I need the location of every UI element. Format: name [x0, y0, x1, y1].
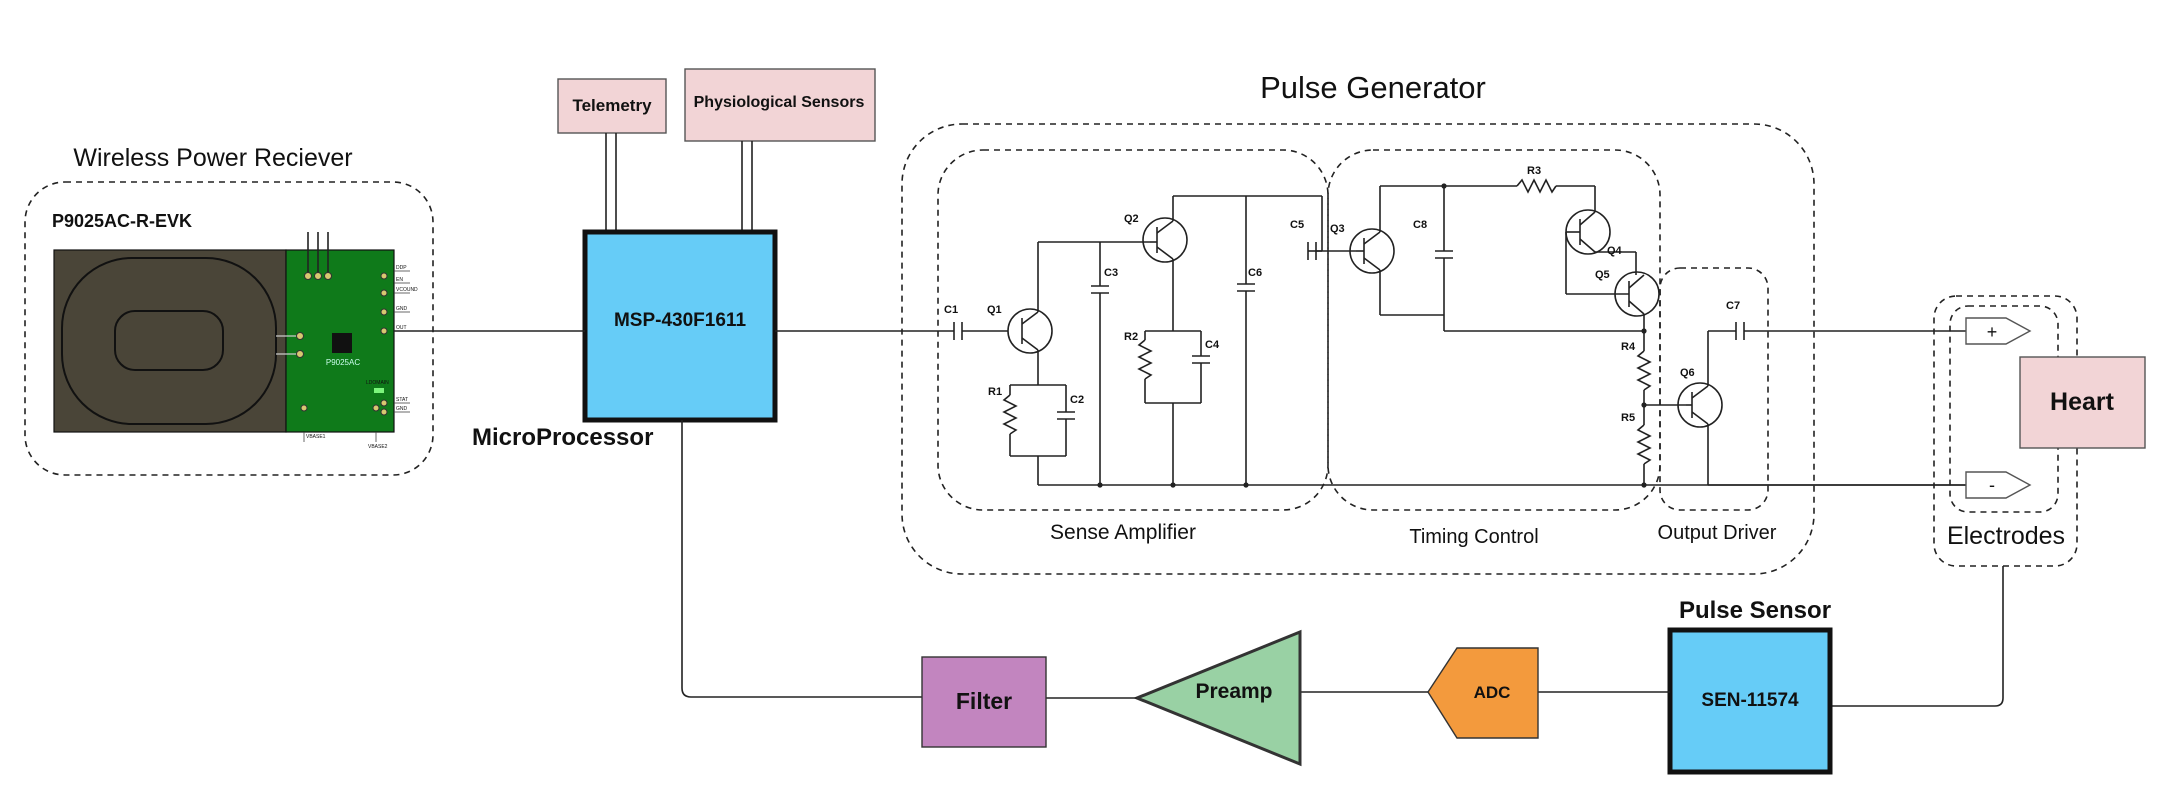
- mcu-filter-wire: [681, 420, 922, 698]
- svg-text:VBASE1: VBASE1: [306, 434, 326, 440]
- svg-text:C8: C8: [1413, 219, 1427, 231]
- microprocessor-title: MicroProcessor: [472, 424, 653, 451]
- svg-text:LDOMAIN: LDOMAIN: [366, 380, 389, 386]
- svg-text:C7: C7: [1726, 300, 1740, 312]
- svg-text:C3: C3: [1104, 267, 1118, 279]
- timing-control-title: Timing Control: [1409, 526, 1538, 548]
- positive-electrode: [1965, 317, 2032, 345]
- transistor-q1: [1007, 308, 1053, 354]
- microprocessor-chip-label: MSP-430F1611: [614, 310, 746, 331]
- svg-text:C6: C6: [1248, 267, 1262, 279]
- receiver-coil-outer: [61, 257, 277, 425]
- heart-label: Heart: [2050, 388, 2115, 416]
- svg-text:C4: C4: [1205, 339, 1220, 351]
- receiver-chip: [332, 333, 352, 353]
- svg-text:C2: C2: [1070, 394, 1084, 406]
- receiver-board-name: P9025AC-R-EVK: [52, 211, 192, 231]
- transistor-q6: [1677, 382, 1723, 428]
- svg-text:R5: R5: [1621, 412, 1635, 424]
- microprocessor-block: [582, 229, 778, 423]
- svg-text:OUT: OUT: [396, 325, 407, 331]
- negative-sign: -: [1989, 475, 1995, 495]
- svg-text:Q1: Q1: [987, 304, 1002, 316]
- electrodes-title: Electrodes: [1947, 522, 2065, 550]
- svg-text:Q4: Q4: [1607, 245, 1623, 257]
- pulse-sensor-title: Pulse Sensor: [1679, 597, 1831, 624]
- svg-text:R2: R2: [1124, 331, 1138, 343]
- svg-text:Q2: Q2: [1124, 213, 1139, 225]
- svg-text:C1: C1: [944, 304, 958, 316]
- preamp-label: Preamp: [1195, 680, 1272, 703]
- svg-text:VCOUND: VCOUND: [396, 287, 418, 293]
- output-driver-title: Output Driver: [1658, 522, 1777, 544]
- transistor-q3: [1349, 228, 1395, 274]
- svg-text:GND: GND: [396, 406, 408, 412]
- positive-sign: +: [1987, 322, 1998, 342]
- telemetry-block: [557, 78, 667, 134]
- svg-text:VBASE2: VBASE2: [368, 444, 388, 450]
- receiver-led: [374, 388, 384, 393]
- physiological-sensors-block: [684, 68, 876, 142]
- svg-text:Q6: Q6: [1680, 367, 1695, 379]
- sense-amplifier-title: Sense Amplifier: [1050, 521, 1196, 544]
- pulse-generator-title: Pulse Generator: [1260, 70, 1486, 105]
- svg-text:R4: R4: [1621, 341, 1636, 353]
- pulse-sensor-block: [1667, 627, 1833, 775]
- svg-text:R1: R1: [988, 386, 1002, 398]
- filter-block: [921, 656, 1047, 748]
- receiver-coil-area: [53, 249, 287, 433]
- svg-text:DDP: DDP: [396, 265, 407, 271]
- pulse-generator-group: [901, 123, 1815, 575]
- transistor-q2: [1142, 217, 1188, 263]
- filter-label: Filter: [956, 688, 1012, 714]
- preamp-block: [1133, 629, 1302, 767]
- svg-text:R3: R3: [1527, 165, 1541, 177]
- svg-text:GND: GND: [396, 306, 408, 312]
- sense-amplifier-group: [937, 149, 1329, 511]
- svg-text:Q3: Q3: [1330, 223, 1345, 235]
- negative-electrode: [1965, 471, 2032, 499]
- svg-text:STAT: STAT: [396, 397, 408, 403]
- physiological-sensors-label: Physiological Sensors: [694, 94, 865, 111]
- pulse-sensor-chip-label: SEN-11574: [1701, 690, 1799, 711]
- output-driver-group: [1659, 267, 1769, 511]
- svg-text:EN: EN: [396, 277, 403, 283]
- heart-block: [2019, 356, 2146, 449]
- adc-label: ADC: [1474, 683, 1511, 702]
- telemetry-label: Telemetry: [572, 96, 652, 115]
- electrode-sensor-wire: [1830, 566, 2004, 707]
- receiver-coil-inner: [114, 310, 224, 371]
- wireless-power-receiver-group: [24, 181, 434, 476]
- adc-block: [1427, 647, 1539, 739]
- wireless-power-receiver-title: Wireless Power Reciever: [73, 144, 352, 172]
- electrodes-group-inner: [1949, 305, 2059, 513]
- svg-text:Q5: Q5: [1595, 269, 1610, 281]
- svg-text:C5: C5: [1290, 219, 1304, 231]
- timing-control-group: [1327, 149, 1661, 511]
- receiver-chip-label: P9025AC: [326, 358, 360, 367]
